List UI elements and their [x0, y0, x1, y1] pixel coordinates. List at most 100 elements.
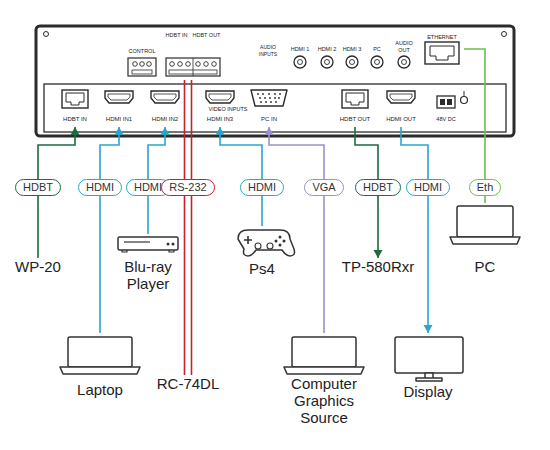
signal-label: VGA	[304, 179, 343, 196]
screw	[44, 32, 49, 37]
arrow-head	[115, 127, 124, 135]
terminal-screw	[133, 62, 138, 67]
device-icons	[60, 206, 520, 381]
gamepad-dpad	[244, 236, 252, 244]
arrow-head	[71, 127, 80, 135]
laptop-icon	[292, 337, 356, 367]
terminal-screw	[140, 62, 145, 67]
signal-connector	[401, 127, 433, 333]
vga-port	[251, 90, 287, 106]
monitor-icon	[395, 337, 463, 373]
audio-jack	[402, 60, 407, 65]
power-terminal	[437, 96, 455, 108]
device-node: TP-580Rxr	[316, 258, 440, 275]
signal-label: HDMI	[406, 179, 450, 196]
device-node: PC	[448, 203, 522, 275]
gamepad-button	[283, 240, 286, 243]
gamepad-icon	[238, 230, 295, 256]
cable-line	[100, 127, 119, 333]
port-node: HDBT INHDBT OUT	[163, 28, 223, 80]
panel-label: 48V DC	[428, 116, 464, 123]
signal-label: HDMI	[240, 179, 284, 196]
port-node: HDBT OUT	[336, 86, 374, 127]
port-node: HDMI IN2	[147, 86, 183, 127]
terminal-screw	[170, 62, 175, 67]
device-node: RC-74DL	[148, 375, 228, 392]
arrow-head	[161, 127, 170, 135]
label-row: HDBT INHDBT OUT	[163, 32, 223, 39]
device-node: Display	[388, 333, 468, 400]
screw	[502, 32, 507, 37]
panel-label: HDMI 1	[288, 46, 312, 53]
ethernet-port	[425, 42, 459, 64]
audio-jack	[294, 56, 306, 68]
port-node: HDMI IN1	[101, 86, 137, 127]
hdmi-socket	[390, 94, 412, 100]
audio-jack	[350, 60, 355, 65]
device-name: RC-74DL	[148, 375, 228, 392]
arrow-head	[374, 250, 383, 258]
device-name: TP-580Rxr	[316, 258, 440, 275]
port-node: HDBT IN	[57, 86, 93, 127]
port-label: HDMI IN2	[147, 116, 183, 123]
gamepad-stick	[255, 243, 261, 249]
panel-recess	[44, 84, 506, 132]
cable-line	[184, 80, 186, 375]
terminal-screw	[186, 62, 191, 67]
port-label: HDMI IN1	[101, 116, 137, 123]
device-name: PC	[448, 258, 522, 275]
cable-line	[191, 80, 193, 375]
gamepad-button	[279, 236, 282, 239]
power-symbol	[461, 97, 468, 104]
terminal-divider	[193, 58, 194, 76]
audio-jack	[298, 60, 303, 65]
port-label: HDBT IN	[166, 32, 188, 39]
hdmi-port	[151, 91, 179, 103]
signal-connector	[185, 80, 192, 375]
pc-laptop-icon	[457, 206, 513, 237]
arrow-head	[265, 127, 274, 135]
audio-jack	[346, 56, 358, 68]
cable-line	[401, 127, 428, 333]
device-panel	[36, 26, 514, 136]
terminal-screw	[147, 62, 152, 67]
bluray-slot	[124, 241, 150, 242]
hdmi-socket	[108, 94, 130, 100]
terminal-screw	[196, 62, 201, 67]
device-name: Computer Graphics Source	[276, 375, 372, 426]
pc-laptop-icon	[450, 237, 520, 244]
panel-label: HDMI 3	[340, 46, 364, 53]
hdmi-port	[387, 91, 415, 103]
signal-connector	[216, 127, 263, 226]
gamepad-stick	[267, 243, 273, 249]
port-label: HDMI IN3	[202, 116, 238, 123]
cable-line	[269, 127, 324, 333]
panel-label: AUDIO INPUTS	[252, 44, 284, 57]
hdmi-socket	[209, 94, 231, 100]
control-terminal	[128, 58, 156, 76]
signal-label: HDBT	[355, 179, 401, 196]
vga-pins	[257, 93, 281, 103]
audio-jack	[375, 60, 380, 65]
port-node: PC IN	[246, 86, 292, 127]
hdmi-port	[206, 91, 234, 103]
audio-jack	[398, 56, 410, 68]
monitor-stand	[416, 373, 442, 381]
signal-label: HDBT	[15, 179, 61, 196]
device-node: WP-20	[10, 258, 66, 275]
audio-jack	[321, 56, 333, 68]
port-label: PC IN	[246, 116, 292, 123]
power-pin	[447, 99, 452, 105]
cable-line	[220, 127, 262, 226]
laptop-icon	[68, 337, 132, 367]
panel-outline	[36, 26, 514, 136]
rj45-socket	[346, 93, 364, 105]
panel-label: AUDIO OUT	[392, 40, 416, 53]
device-node: Blu-ray Player	[108, 234, 188, 292]
device-name: Display	[388, 383, 468, 400]
hdmi-port	[105, 91, 133, 103]
arrow-head	[424, 325, 433, 333]
port-label: HDBT OUT	[336, 116, 374, 123]
arrow-head	[216, 127, 225, 135]
signal-connector	[265, 127, 325, 333]
